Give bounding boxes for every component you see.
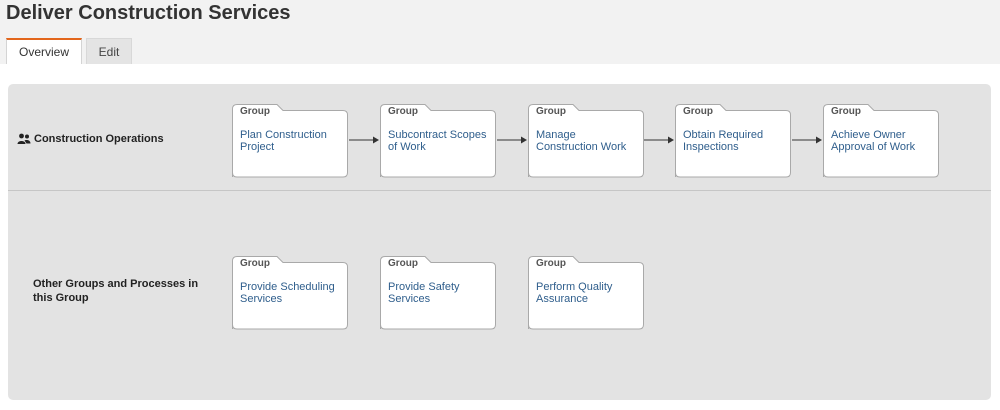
group-card-subcontract-scopes-of-work[interactable]: Group Subcontract Scopes of Work — [379, 103, 497, 178]
page-title: Deliver Construction Services — [6, 2, 291, 24]
group-card-provide-safety-services[interactable]: Group Provide Safety Services — [379, 255, 497, 330]
lane-construction-operations: Construction Operations Group Plan Const… — [8, 84, 991, 191]
card-tag: Group — [536, 258, 566, 269]
swimlane-diagram: Construction Operations Group Plan Const… — [8, 84, 991, 400]
card-title[interactable]: Achieve Owner Approval of Work — [831, 129, 916, 153]
lane-label-text: Construction Operations — [34, 133, 164, 145]
card-tag: Group — [240, 106, 270, 117]
flow-arrow — [644, 136, 674, 144]
tab-edit[interactable]: Edit — [86, 38, 132, 64]
card-title[interactable]: Provide Scheduling Services — [240, 281, 335, 305]
card-tag: Group — [683, 106, 713, 117]
flow-arrow — [349, 136, 379, 144]
tab-overview[interactable]: Overview — [6, 38, 82, 65]
people-icon — [17, 133, 31, 144]
group-card-perform-quality-assurance[interactable]: Group Perform Quality Assurance — [527, 255, 645, 330]
card-tag: Group — [536, 106, 566, 117]
flow-arrow — [792, 136, 822, 144]
card-tag: Group — [831, 106, 861, 117]
card-title[interactable]: Provide Safety Services — [388, 281, 460, 305]
lane-label: Construction Operations — [17, 132, 164, 146]
lane-other-groups: Other Groups and Processes in this Group… — [8, 191, 991, 400]
group-card-provide-scheduling-services[interactable]: Group Provide Scheduling Services — [231, 255, 349, 330]
card-title[interactable]: Manage Construction Work — [536, 129, 627, 153]
card-title[interactable]: Obtain Required Inspections — [683, 129, 764, 153]
lane-label: Other Groups and Processes in this Group — [33, 278, 199, 304]
group-card-manage-construction-work[interactable]: Group Manage Construction Work — [527, 103, 645, 178]
group-card-achieve-owner-approval-of-work[interactable]: Group Achieve Owner Approval of Work — [822, 103, 940, 178]
card-title[interactable]: Perform Quality Assurance — [536, 281, 613, 305]
group-card-obtain-required-inspections[interactable]: Group Obtain Required Inspections — [674, 103, 792, 178]
flow-arrow — [497, 136, 527, 144]
card-tag: Group — [240, 258, 270, 269]
card-title[interactable]: Subcontract Scopes of Work — [388, 129, 487, 153]
group-card-plan-construction-project[interactable]: Group Plan Construction Project — [231, 103, 349, 178]
tab-bar: Overview Edit — [0, 38, 1000, 65]
card-title[interactable]: Plan Construction Project — [240, 129, 327, 153]
card-tag: Group — [388, 258, 418, 269]
card-tag: Group — [388, 106, 418, 117]
